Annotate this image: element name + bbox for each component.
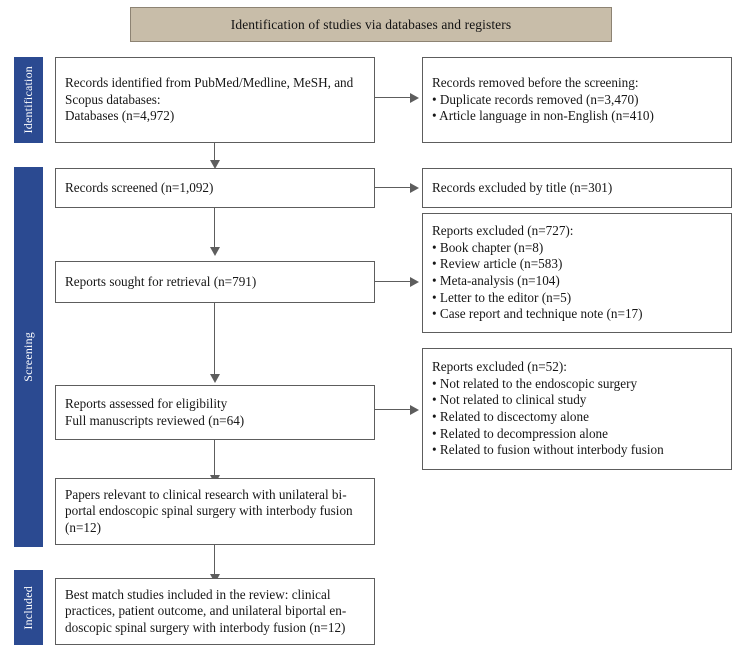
box-line: Scopus databases: [65, 91, 161, 107]
box-line: • Related to fusion without interbody fu… [432, 442, 664, 458]
box-line: • Review article (n=583) [432, 256, 563, 272]
box-line: Best match studies included in the revie… [65, 586, 331, 602]
box-reports-sought: Reports sought for retrieval (n=791) [55, 261, 375, 303]
arrowhead-identified-to-screened [210, 160, 220, 169]
connector-sought-to-assessed [214, 303, 215, 377]
box-line: • Duplicate records removed (n=3,470) [432, 91, 639, 107]
box-line: • Case report and technique note (n=17) [432, 306, 643, 322]
box-line: doscopic spinal surgery with interbody f… [65, 619, 346, 635]
box-line: • Related to discectomy alone [432, 409, 589, 424]
connector-assessed-to-excluded-52 [375, 409, 413, 410]
diagram-header-banner: Identification of studies via databases … [130, 7, 612, 42]
connector-identified-to-screened [214, 143, 215, 164]
stage-label-screening: Screening [21, 332, 35, 382]
connector-assessed-to-relevant [214, 440, 215, 478]
box-line: • Not related to clinical study [432, 392, 587, 408]
arrowhead-sought-to-assessed [210, 374, 220, 383]
connector-screened-to-excluded-title [375, 187, 413, 188]
box-papers-relevant: Papers relevant to clinical research wit… [55, 478, 375, 545]
box-line: Records excluded by title (n=301) [432, 179, 613, 195]
connector-relevant-to-included [214, 545, 215, 577]
box-line: Full manuscripts reviewed (n=64) [65, 412, 245, 428]
box-line: • Meta-analysis (n=104) [432, 273, 560, 288]
arrowhead-sought-to-excluded-727 [410, 277, 419, 287]
stage-bar-identification: Identification [14, 57, 43, 143]
box-records-removed: Records removed before the screening: • … [422, 57, 732, 143]
box-line: • Article language in non-English (n=410… [432, 108, 654, 124]
box-line: (n=12) [65, 519, 102, 535]
box-records-screened: Records screened (n=1,092) [55, 168, 375, 208]
box-line: Reports assessed for eligibility [65, 395, 228, 411]
connector-sought-to-excluded-727 [375, 281, 413, 282]
box-reports-excluded-727: Reports excluded (n=727): • Book chapter… [422, 213, 732, 333]
arrowhead-screened-to-sought [210, 247, 220, 256]
box-line: Records screened (n=1,092) [65, 179, 214, 195]
stage-bar-included: Included [14, 570, 43, 645]
box-line: Databases (n=4,972) [65, 108, 175, 124]
connector-identified-to-removed [375, 97, 413, 98]
box-line: portal endoscopic spinal surgery with in… [65, 503, 353, 519]
box-line: Papers relevant to clinical research wit… [65, 486, 347, 502]
box-line: Reports excluded (n=52): [432, 359, 567, 375]
arrowhead-identified-to-removed [410, 93, 419, 103]
box-line: Reports sought for retrieval (n=791) [65, 273, 257, 289]
stage-bar-screening: Screening [14, 167, 43, 547]
box-line: • Letter to the editor (n=5) [432, 289, 572, 305]
box-line: • Not related to the endoscopic surgery [432, 375, 638, 391]
box-reports-assessed: Reports assessed for eligibility Full ma… [55, 385, 375, 440]
stage-label-included: Included [21, 585, 35, 630]
box-line: Records identified from PubMed/Medline, … [65, 75, 354, 91]
connector-screened-to-sought [214, 208, 215, 250]
arrowhead-screened-to-excluded-title [410, 183, 419, 193]
arrowhead-assessed-to-excluded-52 [410, 405, 419, 415]
box-studies-included: Best match studies included in the revie… [55, 578, 375, 645]
box-line: • Related to decompression alone [432, 425, 609, 441]
box-records-identified: Records identified from PubMed/Medline, … [55, 57, 375, 143]
box-reports-excluded-52: Reports excluded (n=52): • Not related t… [422, 348, 732, 470]
box-line: Records removed before the screening: [432, 75, 639, 91]
box-line: • Book chapter (n=8) [432, 239, 544, 255]
box-line: practices, patient outcome, and unilater… [65, 603, 347, 619]
diagram-header-title: Identification of studies via databases … [230, 16, 512, 32]
box-line: Reports excluded (n=727): [432, 223, 574, 239]
box-records-excluded-by-title: Records excluded by title (n=301) [422, 168, 732, 208]
stage-label-identification: Identification [21, 66, 35, 134]
